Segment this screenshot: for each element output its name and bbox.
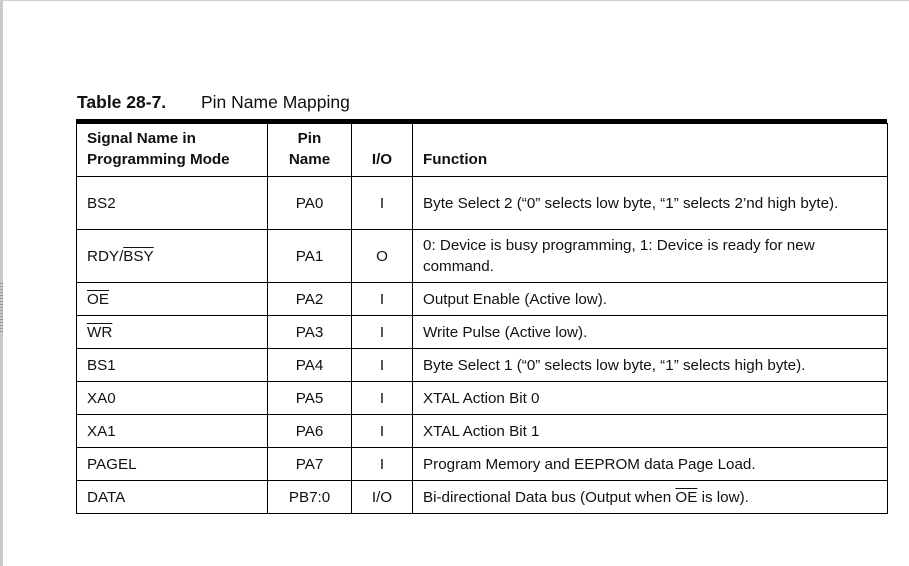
function-cell: Output Enable (Active low). <box>412 282 888 316</box>
io-cell: I <box>351 348 413 382</box>
pin-cell: PA2 <box>267 282 352 316</box>
pin-cell: PA0 <box>267 176 352 230</box>
signal-cell: BS2 <box>76 176 268 230</box>
viewer-scroll-grip[interactable] <box>0 283 3 333</box>
function-cell: XTAL Action Bit 0 <box>412 381 888 415</box>
signal-cell: PAGEL <box>76 447 268 481</box>
table-row: XA0 PA5 I XTAL Action Bit 0 <box>76 381 888 415</box>
table-row: RDY/BSY PA1 O 0: Device is busy programm… <box>76 229 888 283</box>
function-cell: Byte Select 1 (“0” selects low byte, “1”… <box>412 348 888 382</box>
table-row: BS1 PA4 I Byte Select 1 (“0” selects low… <box>76 348 888 382</box>
table-caption: Table 28-7. Pin Name Mapping <box>77 92 350 113</box>
io-cell: I <box>351 282 413 316</box>
function-cell: Byte Select 2 (“0” selects low byte, “1”… <box>412 176 888 230</box>
pin-cell: PA3 <box>267 315 352 349</box>
signal-cell: BS1 <box>76 348 268 382</box>
table-row: OE PA2 I Output Enable (Active low). <box>76 282 888 316</box>
io-cell: I <box>351 315 413 349</box>
signal-cell: OE <box>76 282 268 316</box>
function-cell: Program Memory and EEPROM data Page Load… <box>412 447 888 481</box>
signal-cell: RDY/BSY <box>76 229 268 283</box>
pin-cell: PB7:0 <box>267 480 352 514</box>
io-cell: O <box>351 229 413 283</box>
io-cell: I <box>351 176 413 230</box>
signal-cell: DATA <box>76 480 268 514</box>
io-cell: I/O <box>351 480 413 514</box>
table-row: PAGEL PA7 I Program Memory and EEPROM da… <box>76 447 888 481</box>
table-title: Pin Name Mapping <box>201 92 350 112</box>
function-cell: 0: Device is busy programming, 1: Device… <box>412 229 888 283</box>
pin-cell: PA5 <box>267 381 352 415</box>
signal-cell: XA1 <box>76 414 268 448</box>
io-cell: I <box>351 381 413 415</box>
pin-cell: PA6 <box>267 414 352 448</box>
header-io: I/O <box>351 123 413 177</box>
table-top-rule <box>76 119 887 123</box>
function-cell: Bi-directional Data bus (Output when OE … <box>412 480 888 514</box>
table-row: BS2 PA0 I Byte Select 2 (“0” selects low… <box>76 176 888 230</box>
signal-cell: WR <box>76 315 268 349</box>
table-row: WR PA3 I Write Pulse (Active low). <box>76 315 888 349</box>
function-cell: Write Pulse (Active low). <box>412 315 888 349</box>
pin-cell: PA1 <box>267 229 352 283</box>
pin-cell: PA4 <box>267 348 352 382</box>
header-function: Function <box>412 123 888 177</box>
signal-cell: XA0 <box>76 381 268 415</box>
function-cell: XTAL Action Bit 1 <box>412 414 888 448</box>
table-row: XA1 PA6 I XTAL Action Bit 1 <box>76 414 888 448</box>
table-row: DATA PB7:0 I/O Bi-directional Data bus (… <box>76 480 888 514</box>
io-cell: I <box>351 447 413 481</box>
pin-cell: PA7 <box>267 447 352 481</box>
io-cell: I <box>351 414 413 448</box>
table-number: Table 28-7. <box>77 92 167 112</box>
